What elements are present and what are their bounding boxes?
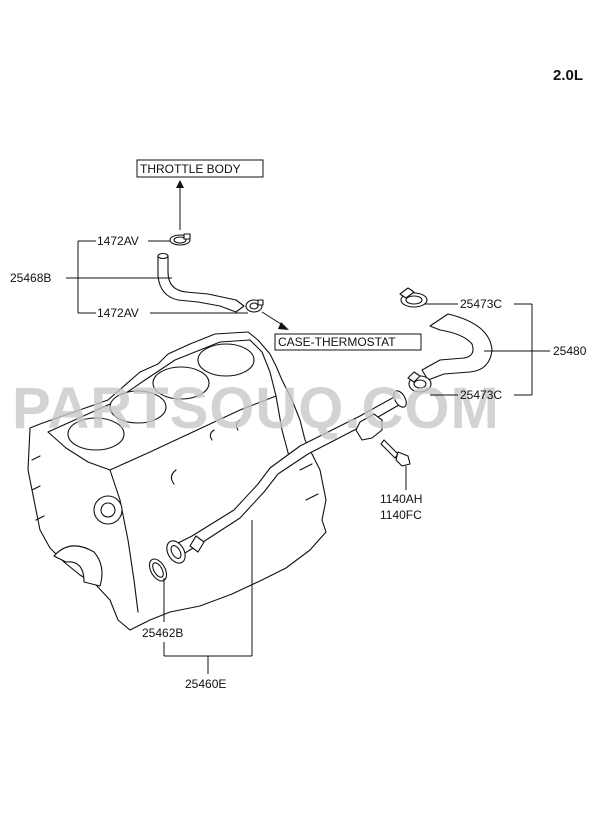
leaders-bottom: [163, 520, 253, 674]
leaders-25468b: [66, 240, 248, 314]
case-thermostat-callout: CASE-THERMOSTAT: [261, 311, 422, 351]
label-1140fc[interactable]: 1140FC: [380, 508, 422, 522]
hose-25480: [421, 313, 493, 381]
label-25460e[interactable]: 25460E: [185, 677, 226, 691]
watermark: PARTSOUQ.COM: [12, 376, 500, 441]
label-25473c-bottom[interactable]: 25473C: [460, 388, 502, 402]
label-1140ah[interactable]: 1140AH: [380, 492, 422, 506]
label-1472av-upper[interactable]: 1472AV: [97, 234, 139, 248]
bypass-hose: [157, 252, 245, 313]
clamp-1472av-lower: [245, 299, 264, 313]
engine-variant: 2.0L: [553, 67, 583, 84]
label-25473c-top[interactable]: 25473C: [460, 297, 502, 311]
bolt: [380, 439, 411, 467]
clamp-1472av-upper: [169, 233, 191, 246]
label-1472av-lower[interactable]: 1472AV: [97, 306, 139, 320]
label-25468b[interactable]: 25468B: [10, 271, 51, 285]
water-pipe: [166, 390, 407, 564]
label-25462b[interactable]: 25462B: [142, 626, 183, 640]
label-25480[interactable]: 25480: [553, 344, 587, 358]
throttle-body-callout: THROTTLE BODY: [136, 159, 264, 230]
case-thermostat-label: CASE-THERMOSTAT: [278, 335, 396, 349]
clamp-25473c-top: [399, 287, 428, 308]
leaders-25480: [424, 303, 550, 396]
throttle-body-label: THROTTLE BODY: [140, 162, 241, 176]
clamp-25473c-bottom: [407, 371, 432, 393]
